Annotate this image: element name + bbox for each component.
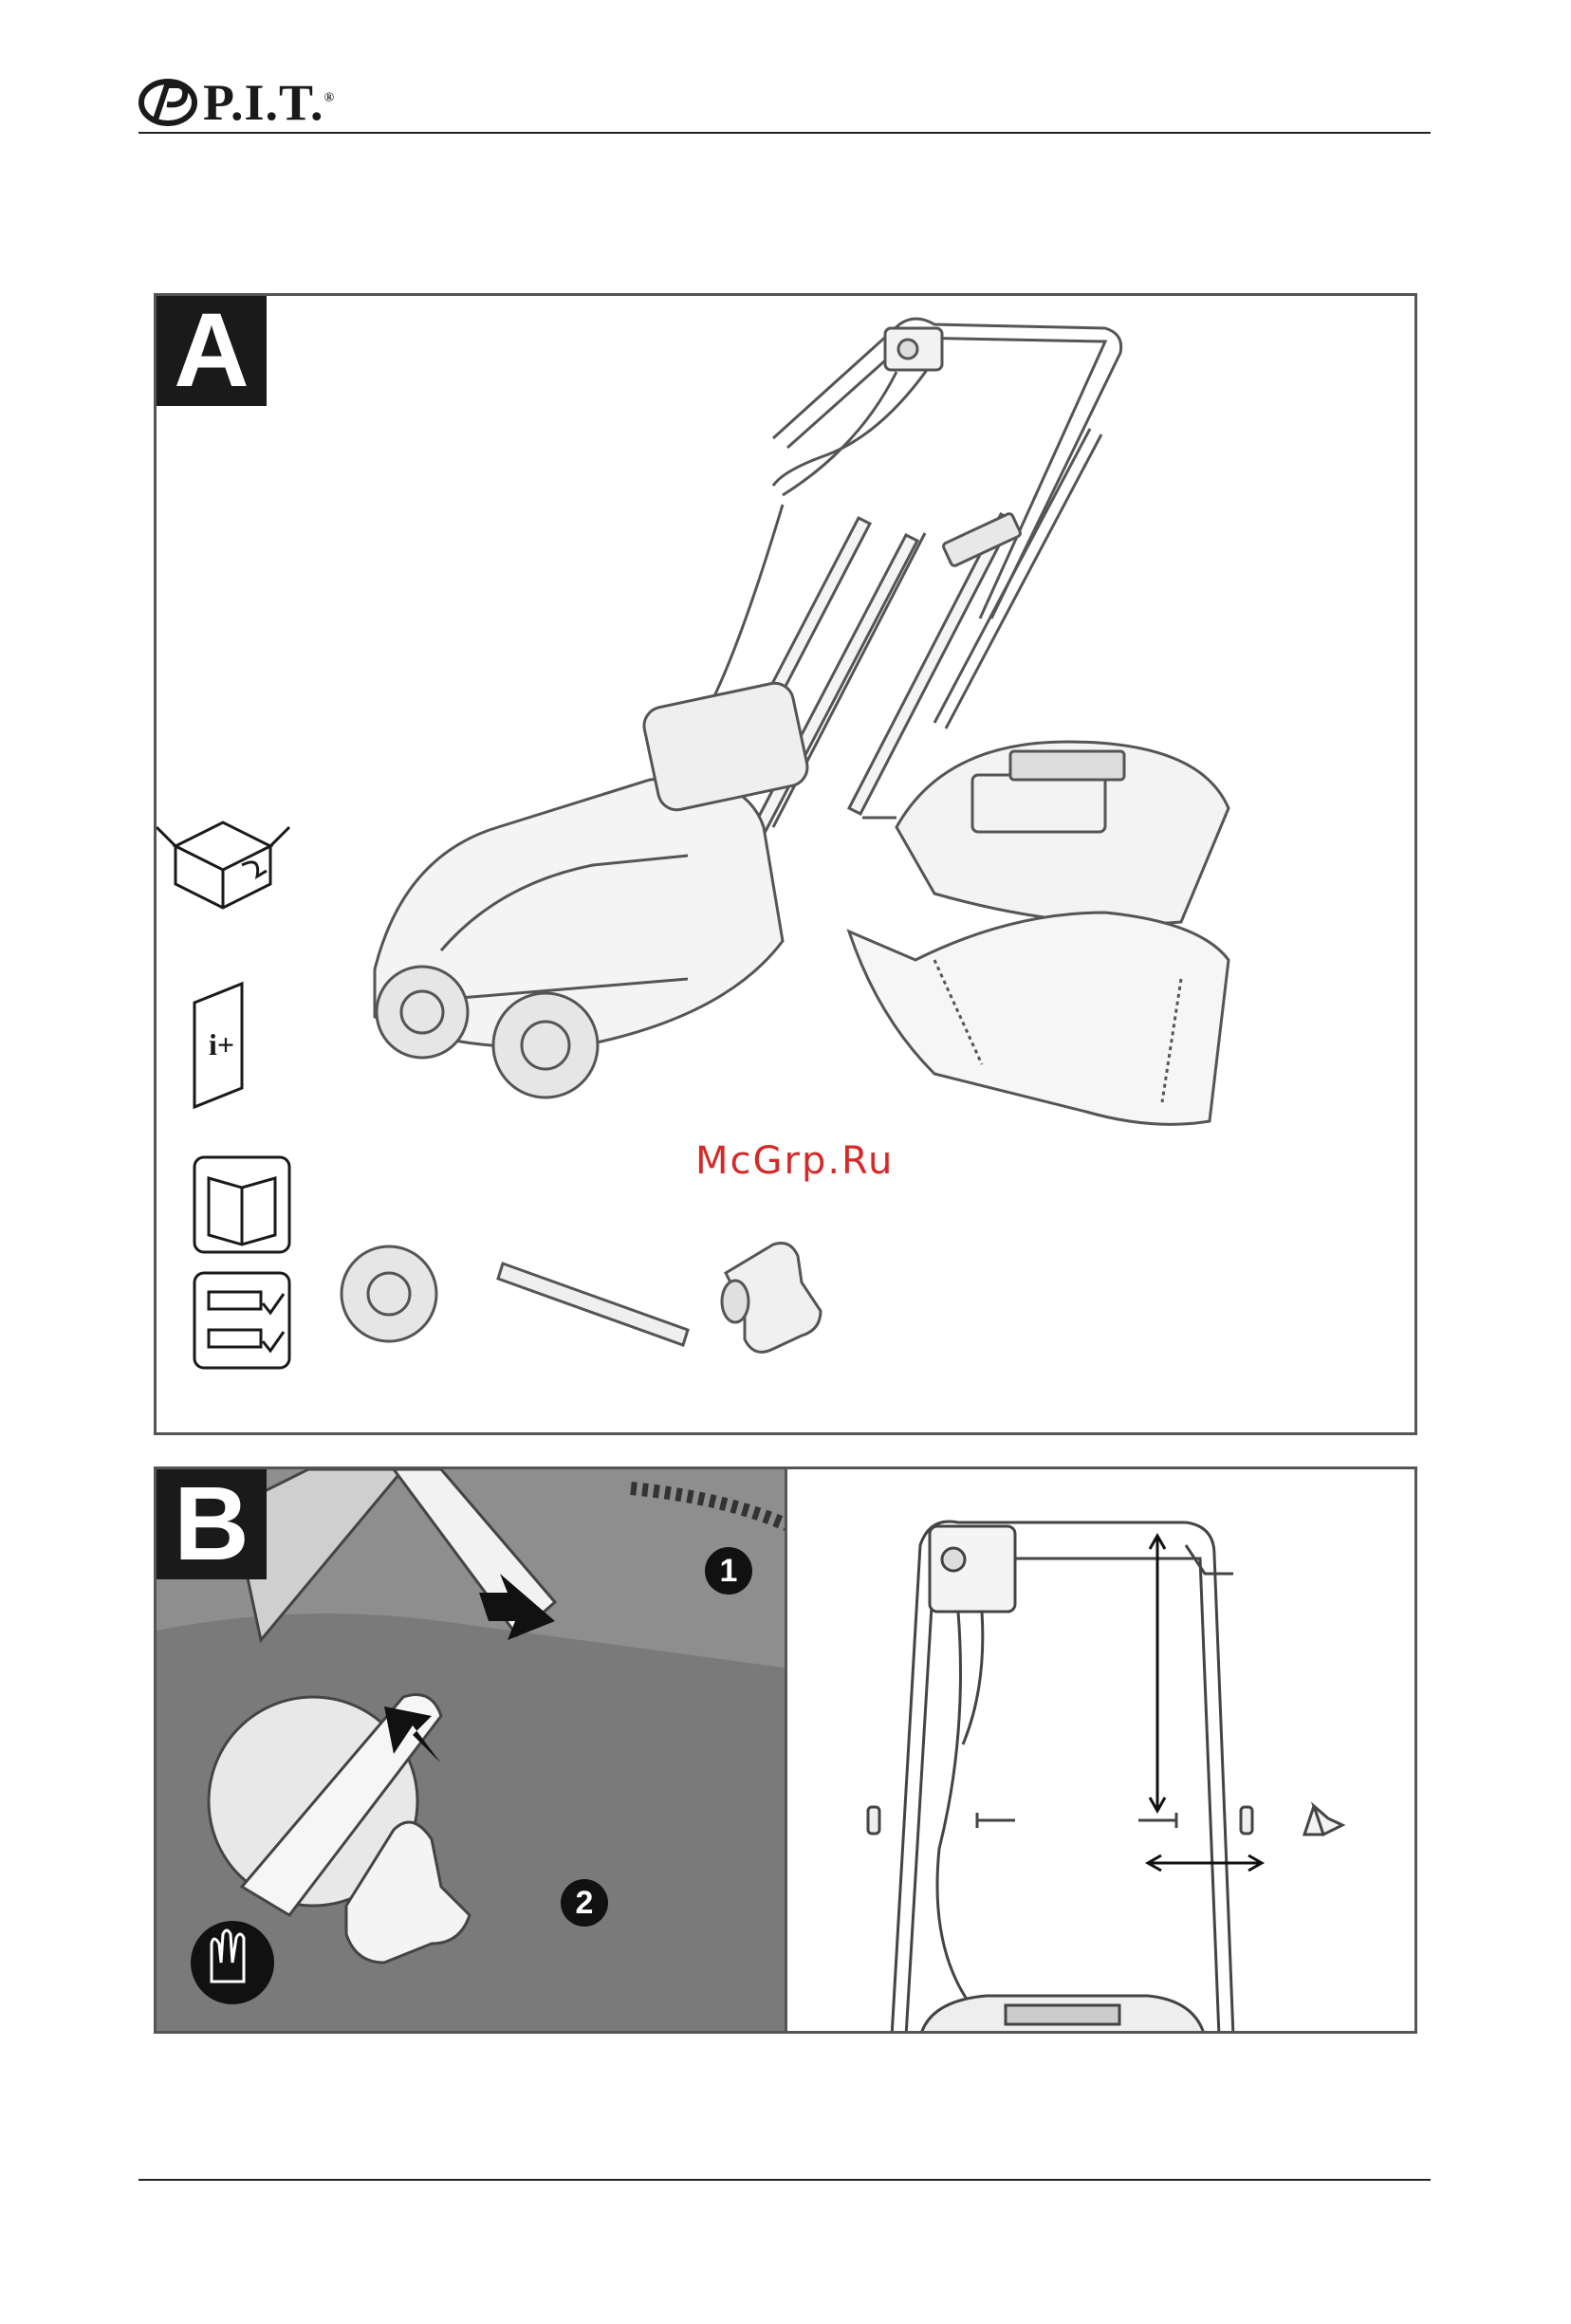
info-booklet-icon: i+ (194, 984, 242, 1107)
step-1-badge: 1 (705, 1547, 752, 1595)
figure-a-panel: A (154, 293, 1417, 1435)
figure-a-illustration: i+ (157, 296, 1417, 1435)
footer-rule (139, 2179, 1431, 2181)
switch-box (930, 1526, 1015, 1612)
figure-b-detail-panel: B 1 2 (154, 1466, 787, 2034)
brand-logo: P.I.T.® (139, 74, 366, 131)
mower-wheel-front-right (493, 993, 598, 1097)
bolt-left (977, 1813, 1015, 1828)
loose-wheel (342, 1246, 436, 1341)
figure-b-overview-illustration (787, 1469, 1417, 2034)
manual-book-icon (194, 1157, 289, 1252)
open-box-icon (157, 822, 289, 908)
svg-text:i+: i+ (209, 1027, 234, 1061)
bolt-right (1138, 1813, 1176, 1828)
mower-wheel-front-left (377, 967, 468, 1058)
brand-mark-icon (139, 76, 197, 129)
axle (498, 1263, 688, 1345)
header-rule (139, 132, 1431, 134)
figure-b-overview-panel (785, 1466, 1417, 2034)
lower-tube-1 (934, 429, 1090, 723)
brand-name: P.I.T.® (203, 73, 335, 132)
checklist-icon (194, 1273, 289, 1368)
watermark-text: McGrp.Ru (695, 1139, 894, 1183)
wing-knob-small (1304, 1806, 1342, 1835)
step-2-badge: 2 (561, 1879, 608, 1927)
grass-box (849, 913, 1229, 1124)
figure-b-label: B (157, 1469, 267, 1579)
